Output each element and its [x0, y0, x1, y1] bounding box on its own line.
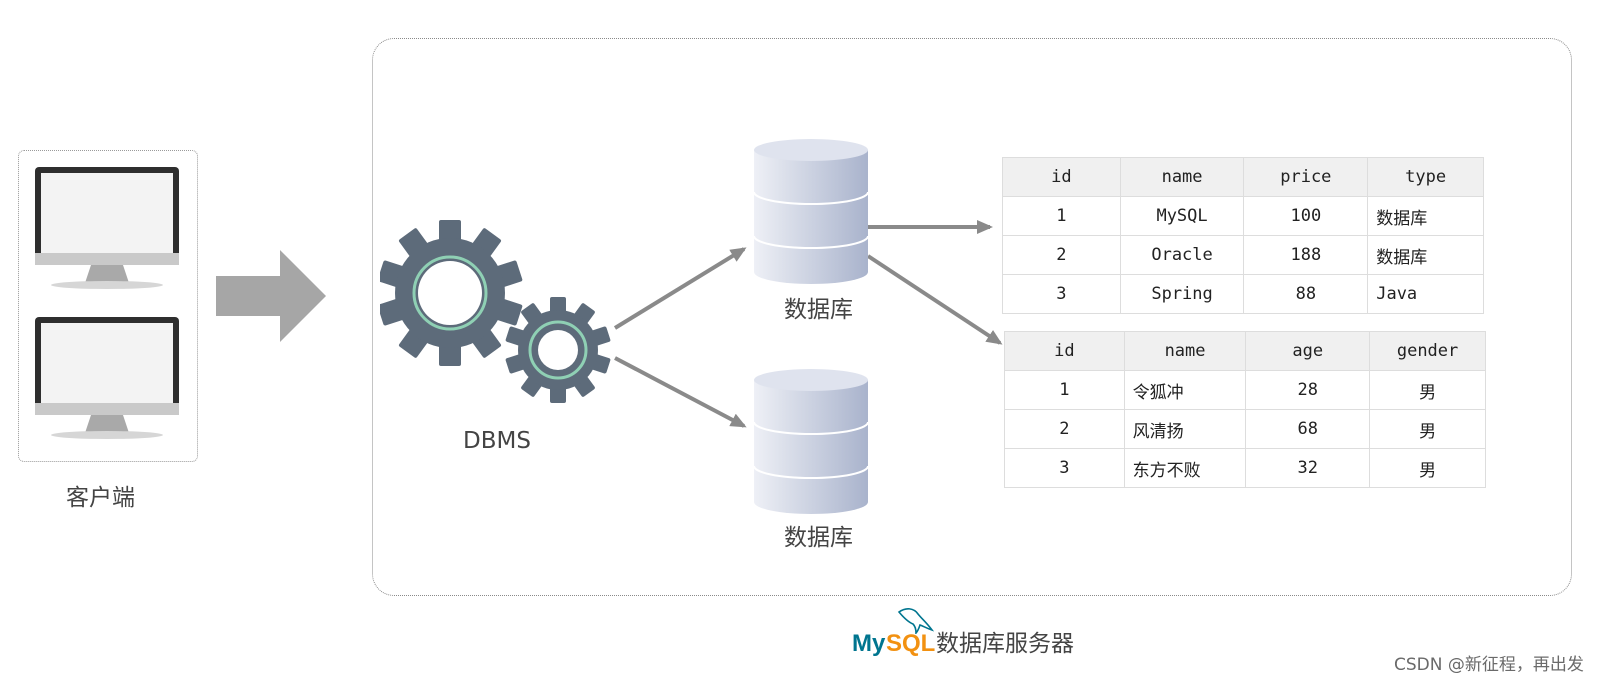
arrow-dbms-to-db1 — [613, 247, 747, 330]
table-row: 2 Oracle 188 数据库 — [1002, 235, 1484, 275]
mysql-logo-my: My — [852, 630, 886, 657]
table-cell: 28 — [1245, 370, 1371, 410]
table-cell: 令狐冲 — [1123, 370, 1247, 410]
column-header: price — [1243, 157, 1369, 197]
table-cell: 1 — [1002, 196, 1121, 236]
table-header-row: id name price type — [1002, 157, 1484, 197]
mysql-logo-sql: SQL — [886, 630, 936, 657]
table-cell: 风清扬 — [1123, 409, 1247, 449]
table-cell: 数据库 — [1367, 235, 1484, 275]
table-cell: 188 — [1243, 235, 1369, 275]
table-cell: 3 — [1002, 274, 1121, 314]
table-cell: Oracle — [1119, 235, 1245, 275]
table-row: 2 风清扬 68 男 — [1004, 409, 1486, 449]
table-row: 3 东方不败 32 男 — [1004, 448, 1486, 488]
table-row: 1 令狐冲 28 男 — [1004, 370, 1486, 410]
monitor-icon — [35, 167, 179, 289]
users-table: id name age gender 1 令狐冲 28 男 2 风清扬 68 男… — [1004, 331, 1486, 488]
column-header: type — [1367, 157, 1484, 197]
database-label: 数据库 — [784, 525, 853, 551]
column-header: gender — [1369, 331, 1486, 371]
table-cell: Spring — [1119, 274, 1245, 314]
products-table: id name price type 1 MySQL 100 数据库 2 Ora… — [1002, 157, 1484, 314]
dbms-label: DBMS — [463, 428, 531, 454]
table-cell: 88 — [1243, 274, 1369, 314]
table-row: 3 Spring 88 Java — [1002, 274, 1484, 314]
table-cell: 2 — [1002, 235, 1121, 275]
table-cell: 2 — [1004, 409, 1125, 449]
database-icon — [753, 369, 869, 514]
gear-icon — [380, 220, 523, 366]
column-header: age — [1245, 331, 1371, 371]
table-cell: 68 — [1245, 409, 1371, 449]
server-caption-text: 数据库服务器 — [936, 631, 1074, 657]
server-caption: My SQL 数据库服务器 — [852, 606, 1092, 657]
table-row: 1 MySQL 100 数据库 — [1002, 196, 1484, 236]
arrow-db1-to-table2 — [866, 254, 1003, 345]
table-cell: 东方不败 — [1123, 448, 1247, 488]
arrow-dbms-to-db2 — [614, 356, 747, 428]
table-cell: 男 — [1369, 409, 1486, 449]
request-arrow — [216, 250, 326, 342]
dolphin-icon — [897, 608, 934, 634]
client-label: 客户端 — [66, 485, 135, 511]
watermark: CSDN @新征程，再出发 — [1394, 655, 1584, 675]
table-cell: 100 — [1243, 196, 1369, 236]
column-header: name — [1119, 157, 1245, 197]
database-icon — [753, 139, 869, 284]
table-header-row: id name age gender — [1004, 331, 1486, 371]
table-cell: 数据库 — [1367, 196, 1484, 236]
column-header: name — [1123, 331, 1247, 371]
database-server-container — [372, 38, 1572, 596]
column-header: id — [1004, 331, 1125, 371]
table-cell: Java — [1367, 274, 1484, 314]
column-header: id — [1002, 157, 1121, 197]
table-cell: MySQL — [1119, 196, 1245, 236]
table-cell: 男 — [1369, 448, 1486, 488]
client-group — [18, 150, 198, 462]
table-cell: 男 — [1369, 370, 1486, 410]
monitor-icon — [35, 317, 179, 439]
dbms-gears — [380, 220, 611, 403]
table-cell: 3 — [1004, 448, 1125, 488]
table-cell: 32 — [1245, 448, 1371, 488]
gear-icon — [505, 297, 611, 403]
table-cell: 1 — [1004, 370, 1125, 410]
database-label: 数据库 — [784, 297, 853, 323]
